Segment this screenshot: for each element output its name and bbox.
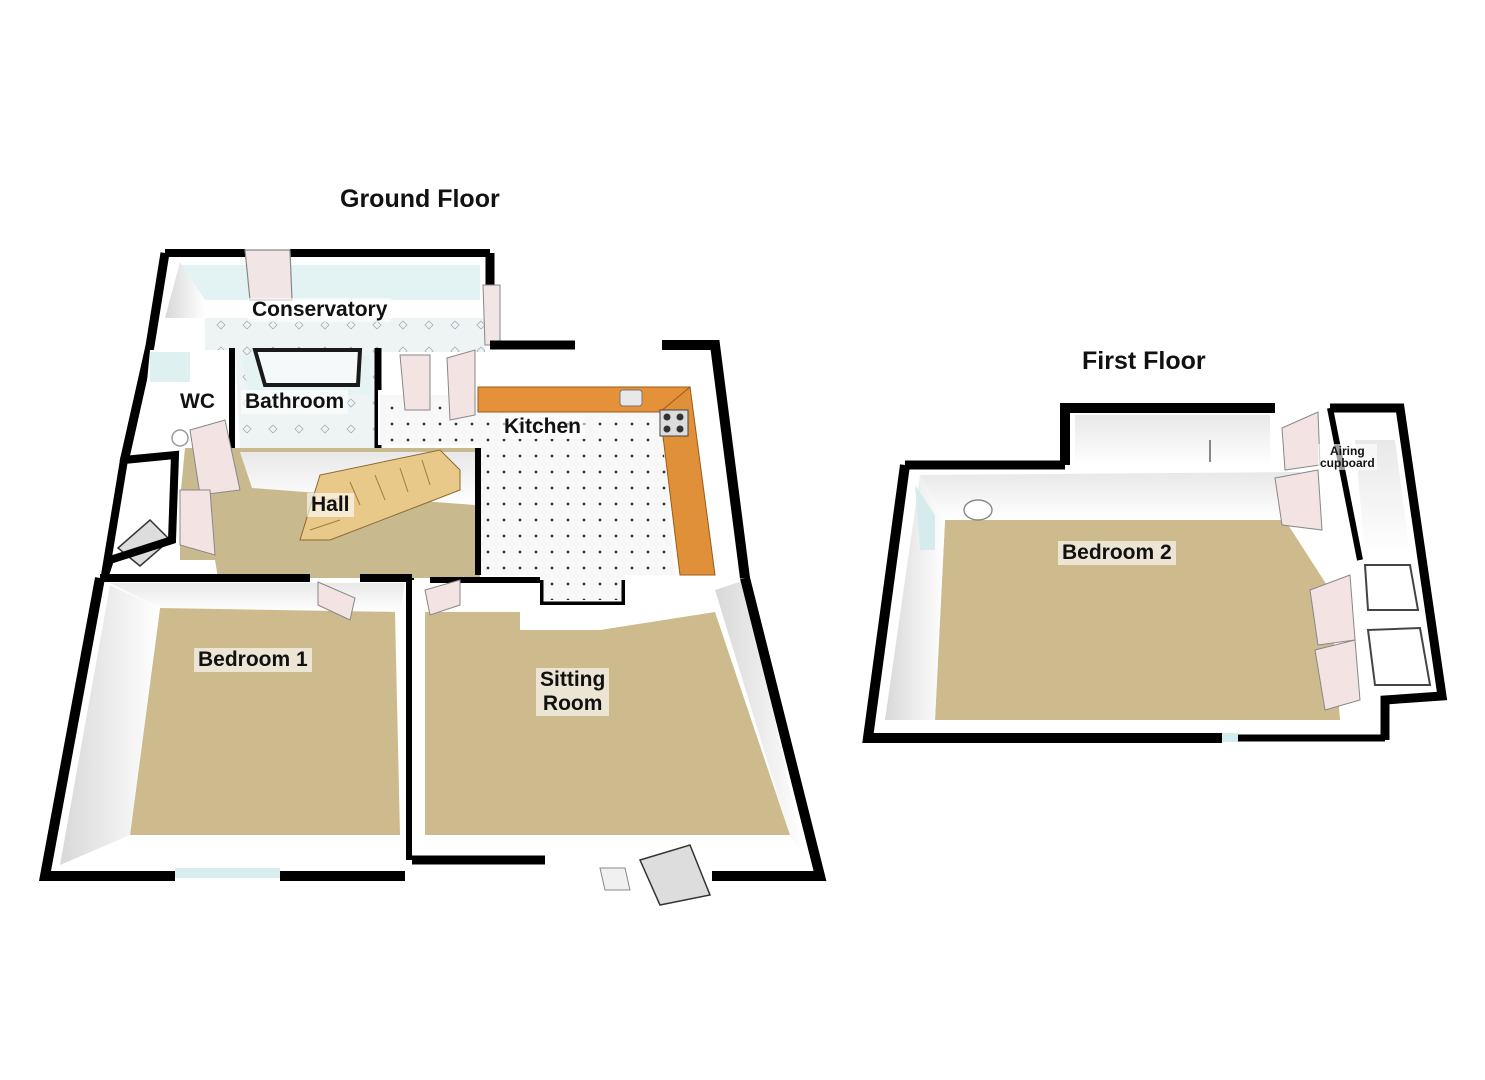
kitchen-room <box>378 340 750 609</box>
conservatory-room <box>119 249 501 463</box>
conservatory-door-icon <box>244 249 293 301</box>
bedroom-1-room <box>38 574 414 881</box>
patio-door-icon <box>638 844 712 906</box>
kitchen-label: Kitchen <box>500 415 586 439</box>
bedroom-2-label: Bedroom 2 <box>1058 541 1176 565</box>
sitting-room-label-line1: Sitting <box>540 668 606 691</box>
airing-cupboard-label-line1: Airing <box>1330 444 1365 458</box>
conservatory-label: Conservatory <box>248 298 392 322</box>
airing-cupboard-label-line2: cupboard <box>1320 456 1375 470</box>
airing-cupboard <box>1327 403 1448 740</box>
staircase-icon <box>299 449 461 541</box>
airing-cupboard-label: Airing cupboard <box>1318 444 1377 470</box>
basin-icon <box>963 499 993 521</box>
bathroom-label: Bathroom <box>241 390 349 414</box>
first-floor-plan <box>862 403 1448 743</box>
first-floor-title: First Floor <box>1082 347 1206 375</box>
wc-label: WC <box>176 390 219 414</box>
bedroom-2-room <box>862 411 1385 743</box>
worktop-icon <box>477 386 691 413</box>
ground-floor-title: Ground Floor <box>340 185 500 213</box>
hob-icon <box>659 409 689 437</box>
bedroom-1-label: Bedroom 1 <box>194 648 312 672</box>
sink-icon <box>619 389 643 407</box>
sitting-room-label: Sitting Room <box>536 668 610 716</box>
ground-floor-plan <box>38 249 827 906</box>
hall-label: Hall <box>307 493 354 517</box>
toilet-icon <box>171 429 189 447</box>
sitting-room <box>412 576 827 906</box>
sitting-room-label-line2: Room <box>542 692 603 715</box>
